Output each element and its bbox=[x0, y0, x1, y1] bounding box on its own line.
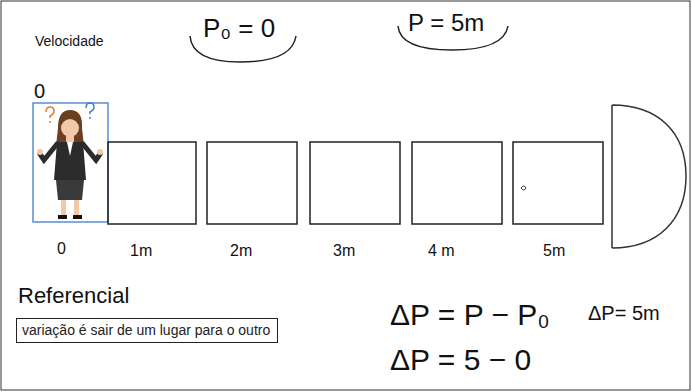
equation-text: ΔP= 5m bbox=[588, 302, 660, 324]
position-mark: 2m bbox=[230, 242, 252, 260]
position-mark: 1m bbox=[130, 242, 152, 260]
note-box: variação é sair de um lugar para o outro bbox=[16, 318, 278, 343]
section-heading: Referencial bbox=[18, 284, 129, 308]
value-text: 0 bbox=[34, 80, 45, 102]
person-figure bbox=[37, 103, 103, 219]
equation-text: ΔP = 5 − 0 bbox=[390, 343, 531, 376]
person-frame bbox=[33, 103, 108, 222]
position-mark: 3m bbox=[333, 242, 355, 260]
equation-text: P = 5m bbox=[408, 10, 484, 36]
position-mark: 4 m bbox=[428, 242, 455, 260]
track-square bbox=[412, 142, 502, 224]
position-mark: 5m bbox=[543, 242, 565, 260]
track-square bbox=[108, 142, 196, 224]
track-square bbox=[513, 142, 603, 224]
axis-title: Velocidade bbox=[35, 34, 104, 49]
note-text: variação é sair de um lugar para o outro bbox=[22, 321, 272, 339]
track-square bbox=[207, 142, 297, 224]
position-mark: 0 bbox=[57, 240, 66, 258]
scribble bbox=[521, 186, 526, 190]
equation-text: P₀ = 0 bbox=[203, 14, 275, 43]
track-square bbox=[310, 142, 400, 224]
equation-text: ΔP = P − P₀ bbox=[390, 298, 550, 331]
door-shape bbox=[612, 105, 686, 248]
